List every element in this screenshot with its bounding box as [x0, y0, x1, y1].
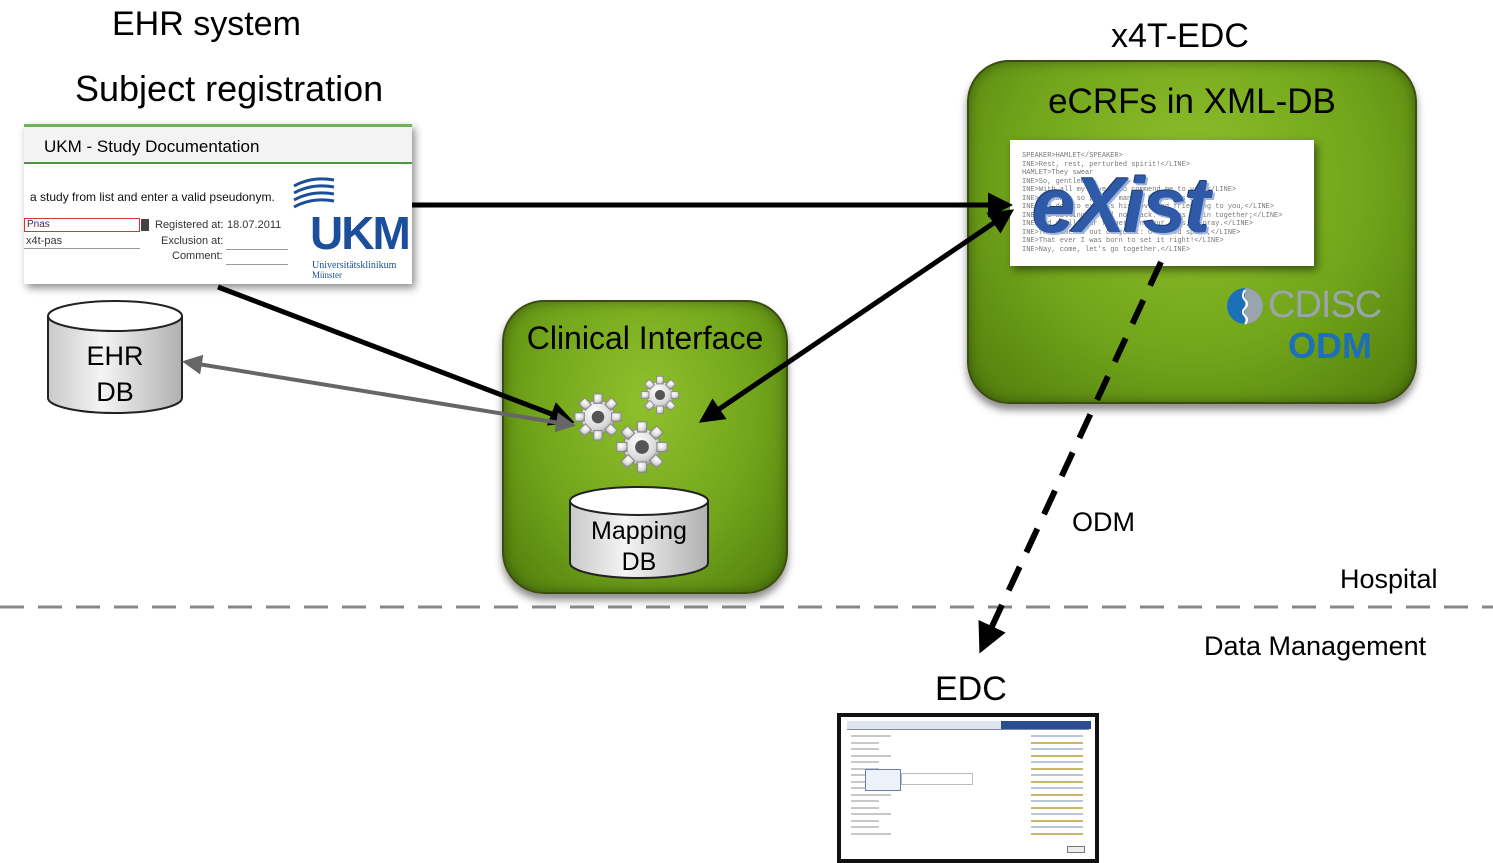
- edc-dropdown: [865, 769, 901, 791]
- edc-row-line: [851, 806, 879, 809]
- exist-code-line: INE>And still your fingers on your lips,…: [1022, 220, 1254, 228]
- edc-tab-bar: [847, 721, 1089, 730]
- exist-screenshot: SPEAKER>HAMLET</SPEAKER>INE>Rest, rest, …: [1010, 140, 1314, 266]
- ukm-registered-value: 18.07.2011: [227, 219, 282, 231]
- xml-db-title: eCRFs in XML-DB: [1048, 82, 1336, 121]
- edc-title: EDC: [935, 670, 1007, 708]
- edc-row-line: [851, 748, 879, 750]
- edc-row-value: [1031, 832, 1083, 835]
- exist-code-text: SPEAKER>HAMLET</SPEAKER>INE>Rest, rest, …: [1022, 152, 1282, 254]
- edc-row-value: [1031, 748, 1083, 750]
- edc-row-value: [1031, 761, 1083, 763]
- ukm-study-select[interactable]: Pnas: [24, 218, 140, 232]
- ehr-db-line2: DB: [96, 377, 134, 407]
- edc-row-line: [851, 813, 891, 815]
- edc-row-value: [1031, 774, 1083, 776]
- ukm-comment-label: Comment:: [172, 250, 223, 262]
- arrow-interface-ehrdb: [182, 354, 576, 433]
- mapping-db-line2: DB: [621, 548, 657, 576]
- odm-logo-text: ODM: [1288, 325, 1372, 366]
- edc-row-value: [1031, 800, 1083, 802]
- exist-code-line: INE>God willing, shall not lack. Let us …: [1022, 211, 1283, 220]
- exist-code-line: INE>Nay, come, let's go together.</LINE>: [1022, 245, 1191, 254]
- ukm-logo-text: UKM: [310, 207, 411, 259]
- hospital-label: Hospital: [1340, 564, 1438, 594]
- mapping-db-line1: Mapping: [591, 517, 687, 545]
- ehr-db-label: EHR DB: [46, 338, 184, 410]
- exist-code-line: INE>May do, to express his love and frie…: [1022, 203, 1275, 211]
- exist-code-line: INE>That ever I was born to set it right…: [1022, 237, 1224, 245]
- arrow-interface-xmldb: [698, 209, 1015, 423]
- edc-row-value: [1031, 793, 1083, 796]
- ehr-system-title: EHR system: [112, 5, 301, 43]
- edc-active-tab: [1001, 721, 1091, 729]
- edc-row-line: [851, 800, 879, 802]
- edc-row-value: [1031, 813, 1083, 815]
- exist-code-line: INE>The time is out of joint: O cursed s…: [1022, 228, 1241, 237]
- edc-row-value: [1031, 767, 1083, 770]
- edc-row-value: [1031, 819, 1083, 822]
- odm-arrow-label: ODM: [1072, 507, 1135, 537]
- edc-row-line: [851, 819, 879, 822]
- mapping-db-label: Mapping DB: [568, 516, 710, 578]
- exist-code-line: SPEAKER>HAMLET</SPEAKER>: [1022, 152, 1123, 160]
- ukm-logo-sub1: Universitätsklinikum: [312, 260, 397, 271]
- x4t-edc-title: x4T-EDC: [1111, 17, 1249, 55]
- edc-row-line: [851, 832, 891, 835]
- edc-row-value: [1031, 741, 1083, 744]
- ukm-screenshot: UKM - Study Documentation a study from l…: [24, 124, 412, 284]
- edc-row-line: [851, 741, 879, 744]
- exist-code-line: INE>With all my love I do commend me to …: [1022, 186, 1237, 194]
- mapping-db-cylinder-icon: [569, 486, 709, 579]
- ukm-waves-icon: [293, 177, 335, 209]
- ukm-pseudonym-value: x4t-pas: [26, 235, 63, 247]
- exist-logo: eXist: [1032, 161, 1210, 249]
- edc-row-value: [1031, 826, 1083, 828]
- data-management-label: Data Management: [1204, 631, 1427, 661]
- edc-row-line: [851, 826, 879, 828]
- arrow-ehr-to-interface: [217, 284, 575, 426]
- edc-row-line: [851, 767, 879, 770]
- edc-row-value: [1031, 787, 1083, 789]
- edc-row-value: [1031, 780, 1083, 783]
- ukm-comment-field[interactable]: [226, 251, 288, 265]
- ukm-registered-label: Registered at:: [155, 219, 224, 231]
- chevron-down-icon[interactable]: [141, 219, 149, 231]
- xml-db-box: eCRFs in XML-DB: [967, 60, 1417, 404]
- subject-registration-title: Subject registration: [75, 68, 384, 109]
- edc-input-box: [901, 773, 973, 785]
- edc-row-line: [851, 761, 879, 763]
- arrow-odm-to-edc: [978, 260, 1164, 654]
- cdisc-logo-icon: [1225, 286, 1265, 326]
- edc-row-value: [1031, 735, 1083, 737]
- ukm-exclusion-label: Exclusion at:: [161, 235, 224, 247]
- ukm-instruction: a study from list and enter a valid pseu…: [30, 190, 275, 204]
- exist-code-line: INE>Rest, rest, perturbed spirit!</LINE>: [1022, 160, 1191, 169]
- ukm-header: UKM - Study Documentation: [24, 124, 412, 164]
- exist-code-line: INE>And what so poor a man as Hamlet is: [1022, 194, 1186, 203]
- edc-row-line: [851, 735, 891, 737]
- edc-row-line: [851, 793, 891, 796]
- exist-code-line: HAMLET>They swear: [1022, 169, 1094, 177]
- edc-submit-button: [1067, 846, 1085, 853]
- exist-code-line: INE>So, gentlemen,: [1022, 177, 1098, 186]
- edc-row-value: [1031, 806, 1083, 809]
- edc-row-value: [1031, 754, 1083, 757]
- edc-screenshot: [837, 713, 1099, 863]
- ukm-exclusion-field[interactable]: [226, 236, 288, 250]
- cdisc-text: CDISC: [1268, 284, 1382, 326]
- ehr-db-cylinder-icon: [47, 300, 183, 414]
- ehr-db-line1: EHR: [86, 341, 144, 371]
- ukm-pseudonym-field[interactable]: [24, 235, 140, 249]
- edc-row-line: [851, 754, 891, 757]
- ukm-logo-sub2: Münster: [312, 270, 342, 280]
